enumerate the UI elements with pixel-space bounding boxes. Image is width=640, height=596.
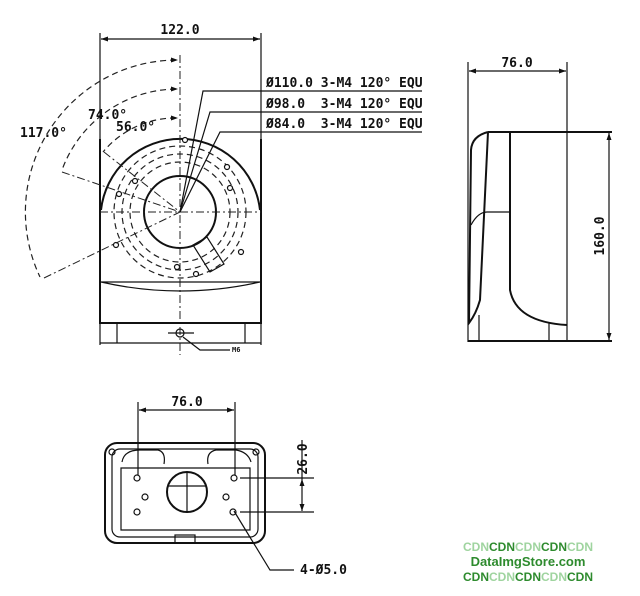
depth-dimension-label: 76.0 — [501, 56, 532, 71]
front-view: 122.0 M6 117.0° 74.0° 56.0 — [20, 23, 423, 355]
side-extension-lines — [468, 131, 612, 342]
side-profile — [509, 132, 568, 326]
height-dimension-label: 160.0 — [593, 216, 608, 255]
angle-rays — [43, 151, 181, 279]
bottom-mounting-holes — [133, 474, 238, 516]
watermark-line-3: CDNCDNCDNCDNCDN — [463, 570, 593, 584]
callout-98: Ø98.0 3-M4 120° EQU — [265, 97, 423, 112]
cable-slot — [192, 236, 225, 273]
angle-arc-56 — [102, 117, 177, 153]
hole-callout-label: 4-Ø5.0 — [300, 563, 347, 578]
mounting-plate — [120, 467, 251, 531]
watermark-site: DataImgStore.com — [471, 554, 586, 569]
bottom-view: 76.0 26.0 4-Ø5.0 — [104, 395, 347, 578]
side-view: 76.0 160.0 — [467, 56, 612, 342]
angle-arc-74 — [61, 88, 177, 171]
watermark: CDNCDNCDNCDNCDN DataImgStore.com CDNCDNC… — [463, 540, 593, 584]
m6-label: M6 — [232, 346, 240, 354]
bottom-outline — [104, 442, 266, 544]
callout-leader-84 — [179, 131, 422, 213]
hole-spacing-label: 76.0 — [171, 395, 202, 410]
callout-leader-98 — [179, 111, 422, 213]
callout-leader-110 — [179, 90, 422, 213]
m6-leader — [182, 336, 230, 351]
base-divider — [100, 281, 261, 292]
side-front-face — [467, 131, 489, 326]
angle-56-label: 56.0° — [116, 120, 155, 135]
angle-arc-117 — [24, 59, 177, 278]
callout-110: Ø110.0 3-M4 120° EQU — [265, 76, 423, 91]
angle-117-label: 117.0° — [20, 126, 67, 141]
side-tabs — [121, 449, 252, 465]
watermark-line-1: CDNCDNCDNCDNCDN — [463, 540, 593, 554]
angle-74-label: 74.0° — [88, 108, 127, 123]
hole-callout-leader — [233, 510, 294, 571]
width-dimension-label: 122.0 — [160, 23, 199, 38]
callout-84: Ø84.0 3-M4 120° EQU — [265, 117, 423, 132]
vertical-spacing-label: 26.0 — [296, 443, 311, 474]
